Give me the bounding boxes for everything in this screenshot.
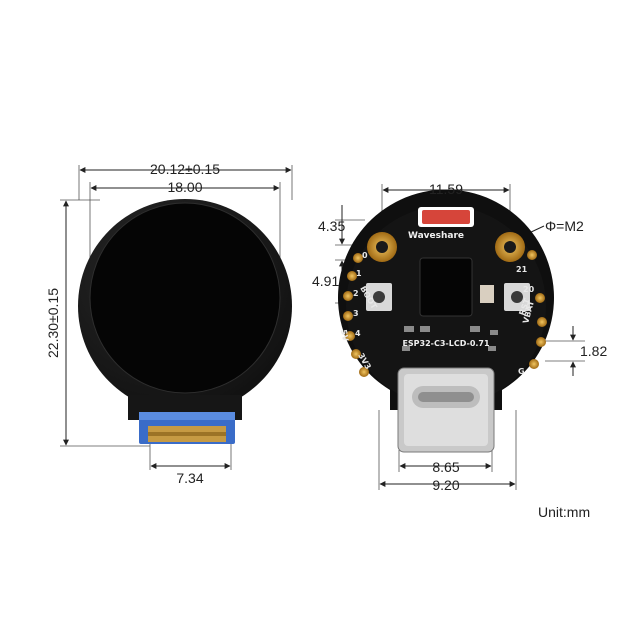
display-active-area — [89, 202, 281, 394]
hole-spacing-label: 11.59 — [429, 181, 463, 197]
pin-label-1: 1 — [356, 269, 362, 278]
front-width-tol-label: 20.12±0.15 — [150, 161, 220, 177]
back-view: Waveshare ESP32-C3-LCD-0.71 BOOT RST 0 1… — [312, 181, 607, 493]
button-offset-label: 4.91 — [312, 273, 339, 289]
unit-label: Unit:mm — [538, 504, 591, 520]
hole-diameter-label: Φ=M2 — [545, 218, 584, 234]
side-offset-label: 1.82 — [580, 343, 607, 359]
mount-hole-left-center — [376, 241, 388, 253]
model-silkscreen: ESP32-C3-LCD-0.71 — [402, 339, 490, 348]
usb-c-tongue — [418, 392, 474, 402]
hole-offset-label: 4.35 — [318, 218, 345, 234]
brand-silkscreen: Waveshare — [408, 231, 464, 241]
front-width-label: 18.00 — [167, 179, 202, 195]
front-dimension-lines — [63, 167, 292, 469]
top-connector — [422, 210, 470, 224]
esp32-chip — [419, 257, 473, 317]
pin-label-0: 0 — [362, 251, 368, 260]
pin-label-20: 20 — [523, 285, 535, 294]
pin-label-5v: 5V — [339, 329, 350, 343]
usb-c-shell — [404, 374, 488, 446]
boot-button-cap[interactable] — [373, 291, 385, 303]
front-height-label: 22.30±0.15 — [45, 288, 61, 358]
pin-label-3: 3 — [353, 309, 359, 318]
edge-pads — [343, 250, 547, 377]
front-view: 20.12±0.15 18.00 22.30±0.15 7.34 — [45, 161, 293, 486]
fpc-ribbon-highlight — [139, 412, 235, 420]
connector-width-label: 7.34 — [176, 470, 203, 486]
crystal-component — [480, 285, 494, 303]
mount-hole-right-center — [504, 241, 516, 253]
pin-label-21: 21 — [516, 265, 528, 274]
pin-label-2: 2 — [353, 289, 359, 298]
fpc-contact-stripe — [148, 432, 226, 436]
smd-components — [402, 326, 498, 351]
usb-outer-width-label: 9.20 — [432, 477, 459, 493]
pin-label-g: G — [518, 367, 525, 376]
pin-label-4: 4 — [355, 329, 361, 338]
rst-button-cap[interactable] — [511, 291, 523, 303]
usb-inner-width-label: 8.65 — [432, 459, 459, 475]
